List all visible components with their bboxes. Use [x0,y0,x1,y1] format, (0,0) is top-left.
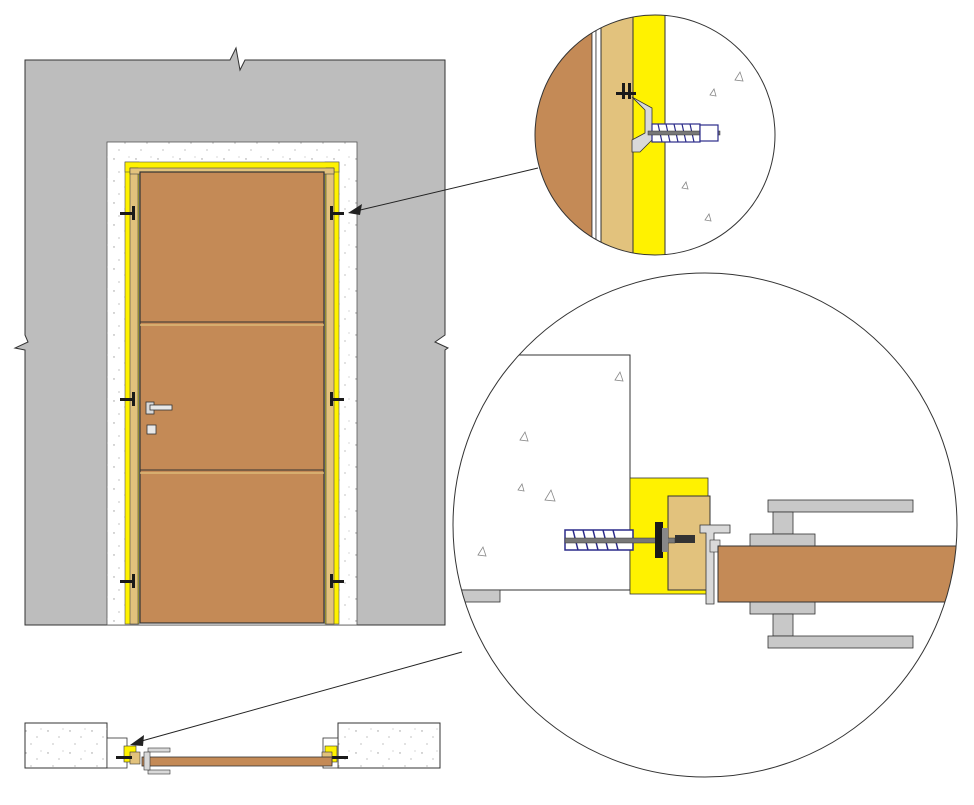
leader-arrows [130,167,539,746]
section-sill [459,589,501,603]
detail-door-leaf [535,15,593,255]
frame-anchors [120,206,344,588]
section-anchor-dowel-icon [564,522,695,558]
plan-door-leaf [141,756,333,767]
lock-cylinder-icon [146,424,157,435]
door-leaf [139,171,325,624]
plan-anchor-left [116,756,132,759]
section-wall [453,354,631,591]
section-hinge-upper [767,499,914,513]
leader-top [355,167,539,212]
detail-concrete-hatch [681,71,744,222]
leader-bottom [137,651,463,743]
anchor-left-2-icon [120,392,135,406]
plan-hinge-icon [143,747,171,775]
arrowhead-bottom-icon [130,735,144,746]
plan-anchor-right [332,756,348,759]
section-hinge-pin-upper [772,511,794,535]
section-hinge-lower [767,635,914,649]
section-hinge-plate-upper [749,533,816,547]
arrowhead-top-icon [348,204,362,215]
section-hinge-plate-lower [749,601,816,615]
detail-frame [600,15,634,255]
detail-anchor-bolt-icon [616,83,721,153]
detail-section [452,272,958,778]
section-door-leaf [717,545,957,603]
front-elevation [13,46,450,626]
section-hinge-pin-lower [772,613,794,637]
detail-circle-top [534,14,776,256]
anchor-right-1-icon [330,206,344,220]
section-concrete-hatch [477,371,624,557]
anchor-right-3-icon [330,574,344,588]
detail-anchor [534,14,776,256]
plan-section [24,722,441,775]
anchor-left-1-icon [120,206,135,220]
detail-circle-big [452,272,958,778]
door-handle-icon [145,401,173,435]
anchor-left-3-icon [120,574,135,588]
anchor-right-2-icon [330,392,344,406]
section-metal-profile [699,524,731,605]
